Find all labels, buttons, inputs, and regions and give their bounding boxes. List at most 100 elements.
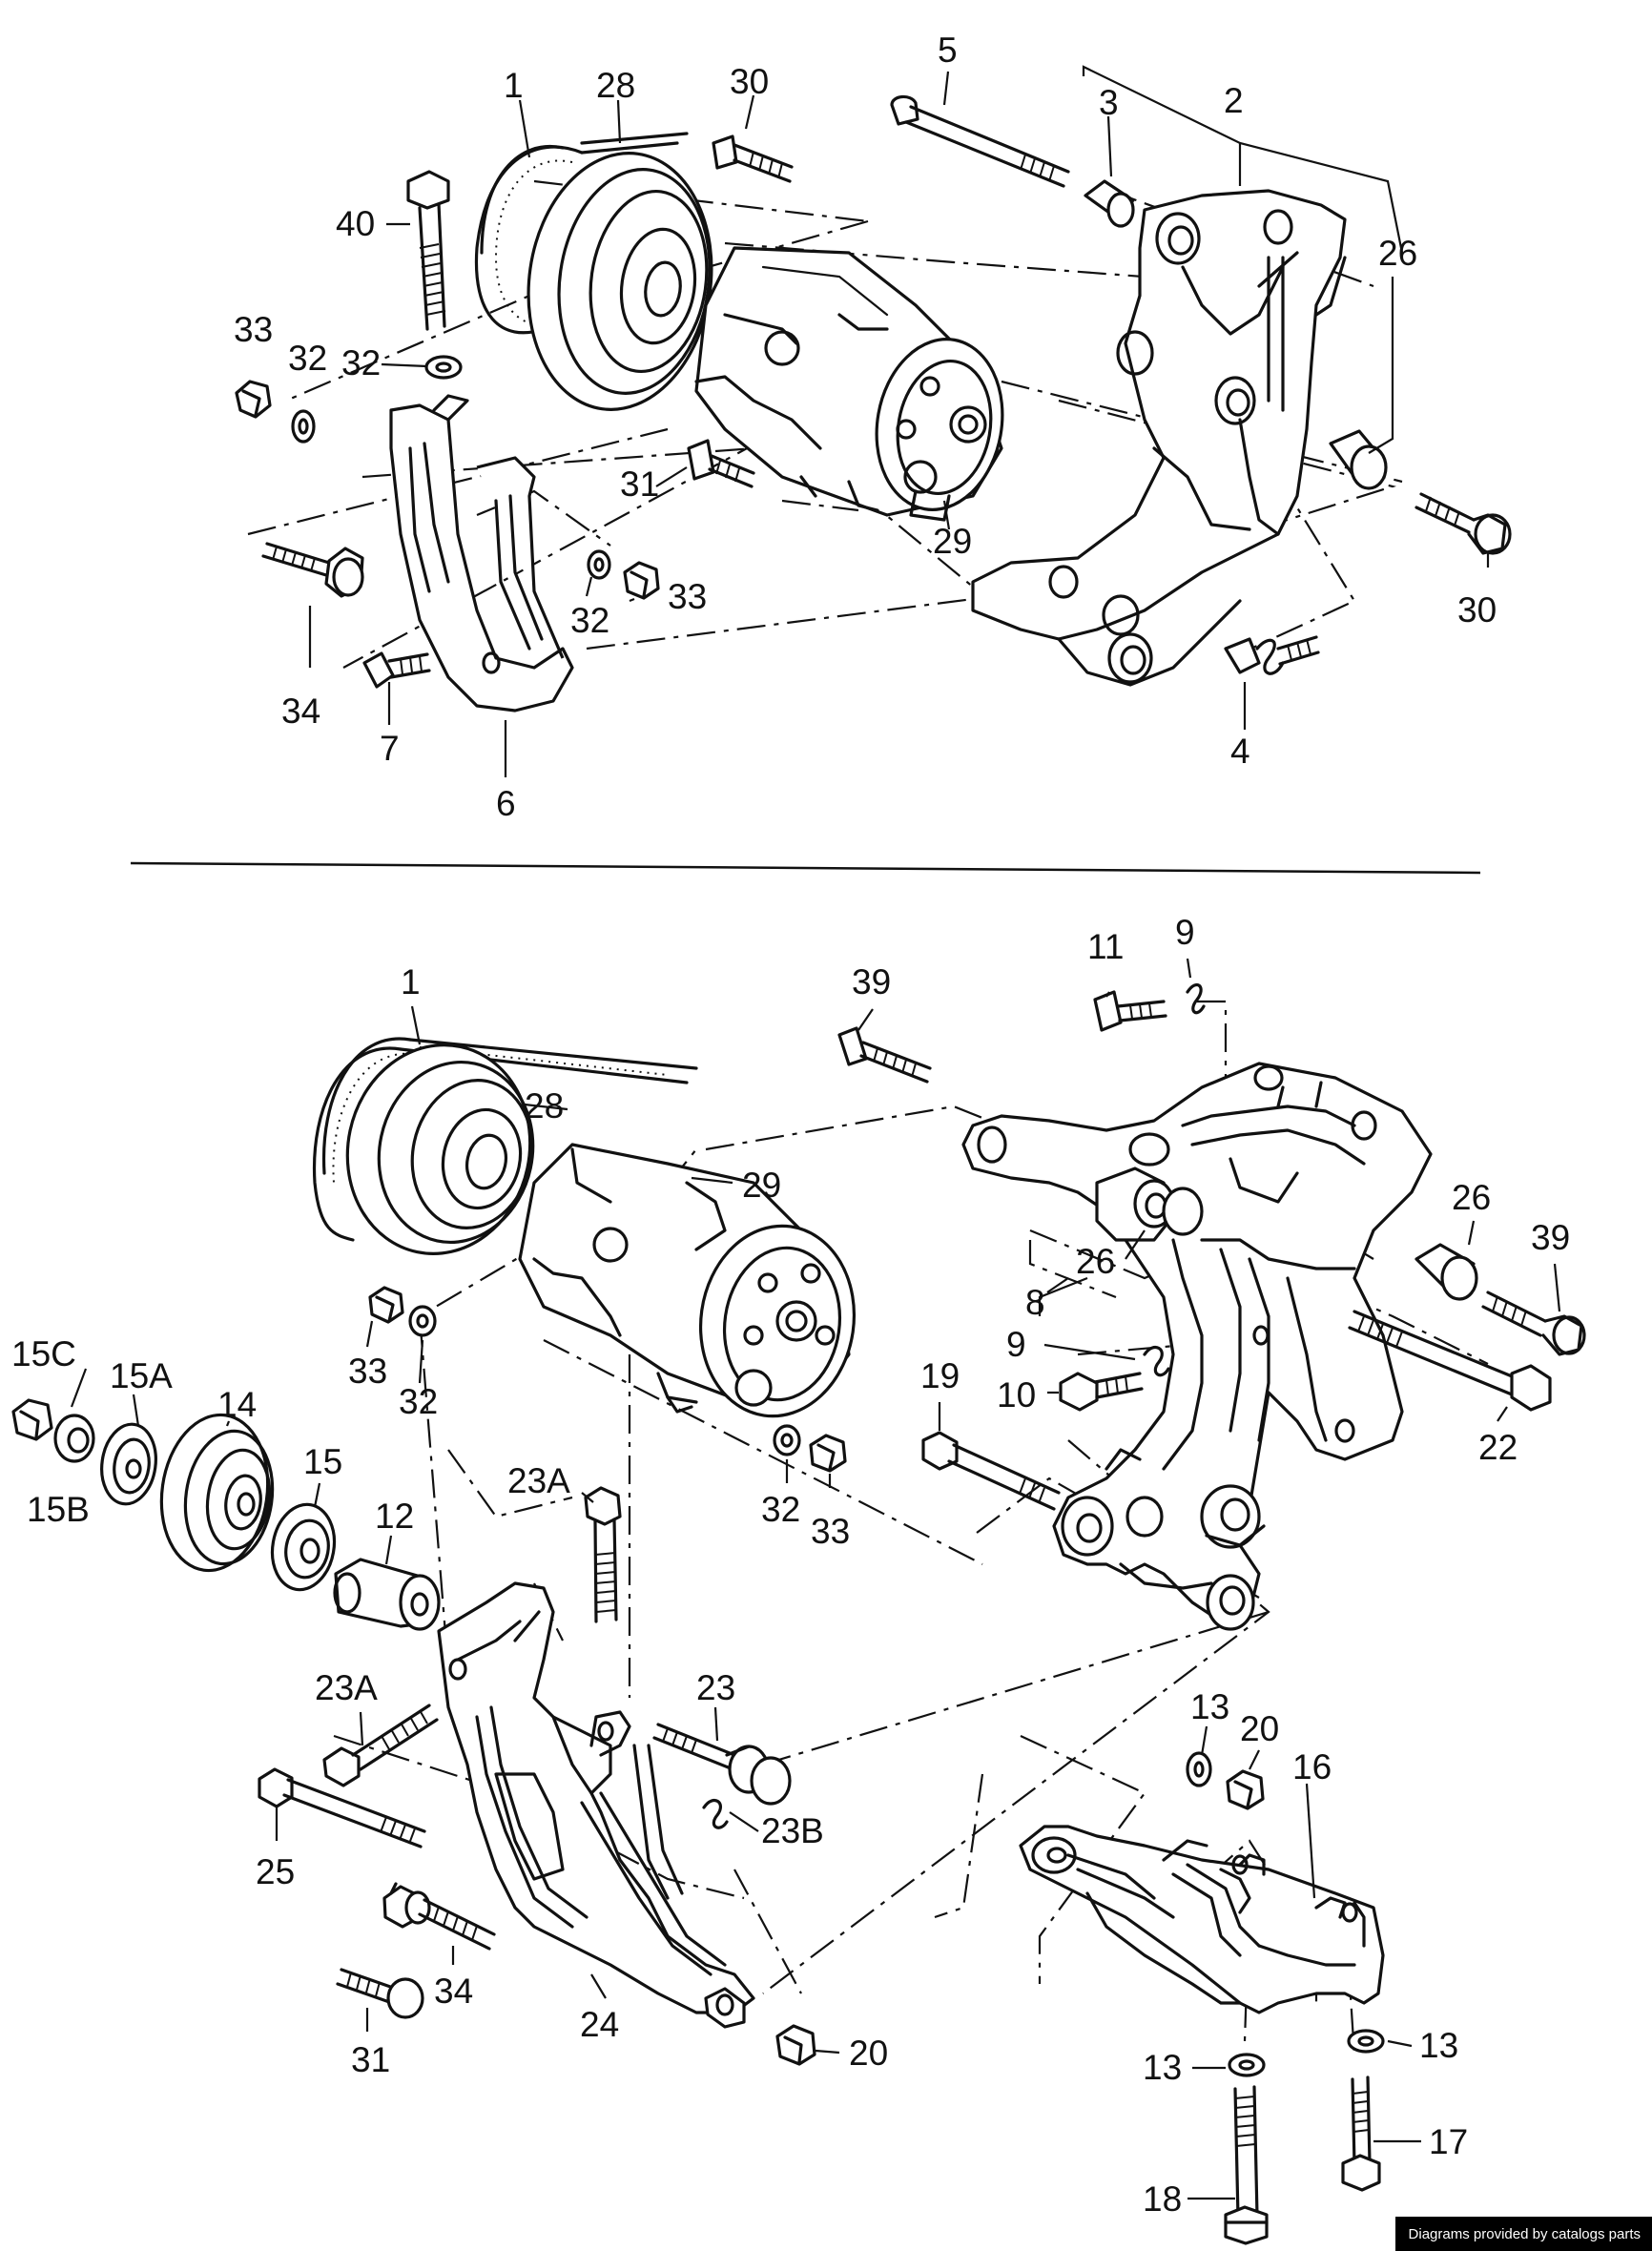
callout-26-lower-right: 26 <box>1452 1178 1491 1217</box>
bolt-30-right <box>1415 492 1512 555</box>
callout-7: 7 <box>380 729 400 768</box>
clutch-pulley-lower <box>345 1043 535 1255</box>
bracket-6 <box>389 394 574 712</box>
callout-6: 6 <box>496 784 516 823</box>
callout-13-left: 13 <box>1143 2048 1182 2087</box>
callout-15A: 15A <box>110 1356 173 1395</box>
callout-15C: 15C <box>11 1334 76 1373</box>
bolt-30-upper <box>712 134 794 183</box>
bolt-5 <box>890 94 1070 188</box>
bolt-23A-vertical <box>584 1486 622 1623</box>
washer-32-nut-33-right <box>773 1424 847 1473</box>
idler-pulley-14 <box>159 1413 275 1573</box>
bolt-31-lower <box>336 1968 424 2019</box>
spacer-3 <box>1084 179 1135 228</box>
bolt-18 <box>1224 2085 1269 2245</box>
bolt-17 <box>1341 2075 1381 2192</box>
bolt-7 <box>362 651 431 689</box>
credit-badge: Diagrams provided by catalogs parts <box>1394 2217 1652 2251</box>
callout-32-lower-right: 32 <box>761 1490 800 1529</box>
callout-28-lower: 28 <box>525 1086 564 1126</box>
bracket-24 <box>437 1581 755 2029</box>
callout-23: 23 <box>696 1668 735 1707</box>
nut-20-top <box>1226 1769 1265 1810</box>
compressor-lower <box>518 1143 857 1418</box>
callout-10: 10 <box>997 1375 1036 1415</box>
callout-20-lower: 20 <box>849 2034 888 2073</box>
nut-15C <box>11 1398 53 1441</box>
bracket-2 <box>971 189 1347 687</box>
lock-washer-9-lower <box>1143 1345 1170 1377</box>
bolt-31-upper <box>687 439 755 488</box>
callout-31-lower: 31 <box>351 2040 390 2079</box>
bolt-34-upper <box>261 542 364 598</box>
spacer-12 <box>333 1558 441 1631</box>
callout-29-lower: 29 <box>742 1166 781 1205</box>
callout-39-left: 39 <box>852 962 891 1002</box>
callout-3: 3 <box>1099 83 1119 122</box>
lower-callouts: 1 28 29 39 11 9 26 26 39 8 9 10 22 19 33… <box>11 913 1570 2219</box>
callout-22: 22 <box>1478 1428 1518 1467</box>
callout-40: 40 <box>336 204 375 243</box>
callout-8: 8 <box>1025 1283 1045 1322</box>
callout-32-lower-left: 32 <box>399 1382 438 1421</box>
callout-32-upper-right: 32 <box>570 601 609 640</box>
bolt-39-right <box>1481 1291 1586 1356</box>
washer-nut-32-33-right <box>587 549 660 600</box>
bolt-34-lower <box>382 1882 496 1951</box>
callout-13-right: 13 <box>1419 2026 1458 2065</box>
spacer-26-lower <box>1415 1243 1478 1301</box>
callout-15: 15 <box>303 1442 342 1481</box>
washer-15B <box>53 1414 95 1463</box>
spacer-26-upper <box>1329 429 1388 490</box>
callout-23A-top: 23A <box>507 1461 570 1500</box>
callout-30-upper-top: 30 <box>730 62 769 101</box>
callout-16: 16 <box>1292 1747 1332 1786</box>
disc-15A <box>100 1422 157 1506</box>
belt-upper <box>474 132 689 335</box>
lock-washer-9-top <box>1186 982 1206 1015</box>
callout-26-lower-left: 26 <box>1076 1242 1115 1281</box>
callout-33-lower-left: 33 <box>348 1352 387 1391</box>
callout-34-lower: 34 <box>434 1972 473 2011</box>
callout-24: 24 <box>580 2005 619 2044</box>
callout-29-upper: 29 <box>933 522 972 561</box>
nut-20-lower <box>775 2024 816 2066</box>
callout-33-lower-right: 33 <box>811 1512 850 1551</box>
callout-14: 14 <box>217 1385 257 1424</box>
callout-19: 19 <box>920 1356 960 1395</box>
bolt-4 <box>1224 635 1320 675</box>
lower-assembly <box>11 982 1586 2245</box>
callout-30-upper-right: 30 <box>1457 590 1497 630</box>
callout-23A-left: 23A <box>315 1668 378 1707</box>
bolt-25 <box>258 1767 426 1848</box>
compressor-upper <box>694 246 1004 522</box>
washer-13-right <box>1347 2029 1385 2054</box>
bolt-23A-diagonal <box>322 1704 439 1787</box>
callout-1-lower: 1 <box>401 962 421 1002</box>
upper-callouts: 1 28 30 5 3 2 26 40 33 32 32 31 29 30 34… <box>234 31 1497 823</box>
callout-18: 18 <box>1143 2179 1182 2219</box>
bolt-39-left <box>837 1026 932 1084</box>
bracket-16 <box>1019 1825 1385 2014</box>
callout-31-upper: 31 <box>620 465 659 504</box>
callout-4: 4 <box>1230 732 1250 771</box>
callout-17: 17 <box>1429 2122 1468 2161</box>
bolt-40 <box>406 170 450 331</box>
callout-32-upper-mid: 32 <box>341 343 381 382</box>
callout-13-top: 13 <box>1190 1687 1229 1726</box>
callout-5: 5 <box>938 31 958 70</box>
callout-33-upper-right: 33 <box>668 577 707 616</box>
washer-13-top <box>1186 1751 1212 1787</box>
callout-11: 11 <box>1087 927 1124 966</box>
bolt-10 <box>1059 1372 1144 1412</box>
bolt-19 <box>921 1431 1061 1511</box>
callout-23B: 23B <box>761 1811 824 1850</box>
callout-34-upper: 34 <box>281 692 320 731</box>
nut-33-washer-32-mid <box>368 1286 437 1337</box>
section-divider <box>130 861 1481 875</box>
callout-32-upper-left: 32 <box>288 339 327 378</box>
lock-washer-23B <box>702 1798 729 1829</box>
washer-32-a <box>424 355 463 380</box>
